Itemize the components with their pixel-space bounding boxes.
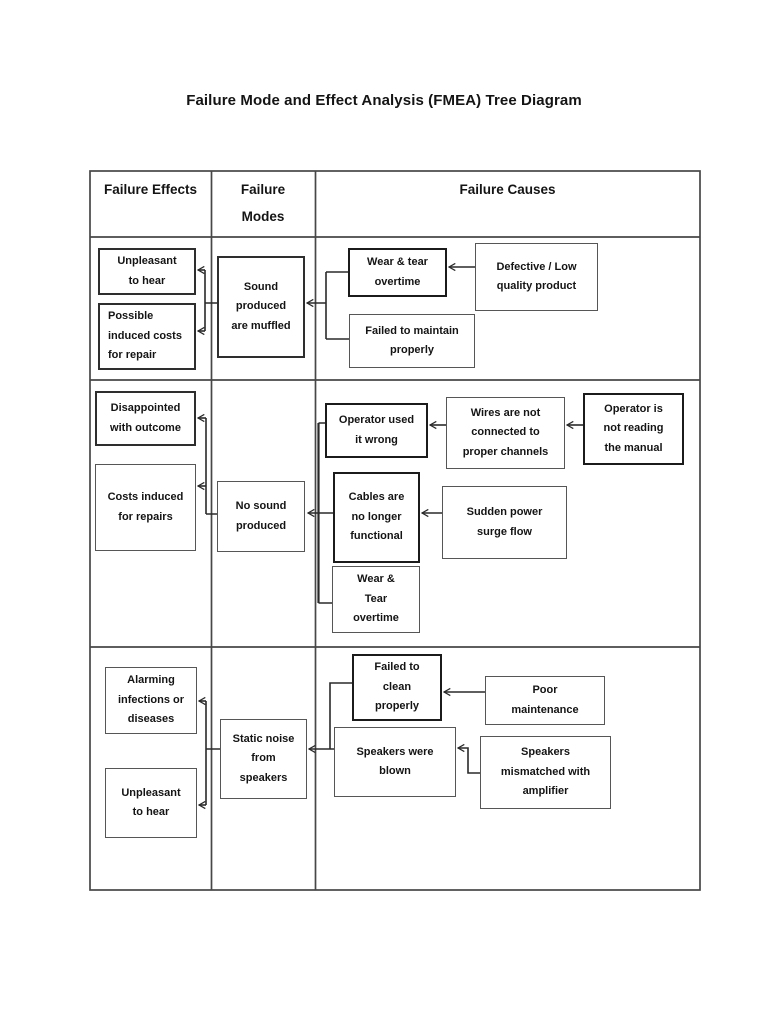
page-title: Failure Mode and Effect Analysis (FMEA) … (186, 92, 582, 109)
cause-wear-tear-overtime: Wear & tear overtime (348, 248, 447, 297)
cause-sudden-power-surge: Sudden power surge flow (442, 486, 567, 559)
connector-row1-causes-to-mode (307, 271, 349, 340)
cause-poor-maintenance: Poor maintenance (485, 676, 605, 725)
header-failure-causes: Failure Causes (459, 182, 556, 197)
effect-unpleasant-to-hear: Unpleasant to hear (98, 248, 196, 295)
effect-costs-induced-for-repairs: Costs induced for repairs (95, 464, 196, 551)
connector-row1-mode-to-effects (198, 270, 217, 331)
cause-wear-tear-overtime-2: Wear & Tear overtime (332, 566, 420, 633)
header-failure-effects: Failure Effects (103, 182, 198, 197)
cause-defective-low-quality: Defective / Low quality product (475, 243, 598, 311)
connector-row3-mode-to-effects (199, 701, 220, 805)
effect-unpleasant-to-hear-2: Unpleasant to hear (105, 768, 197, 838)
connector-row3-mismatch-to-blown (458, 748, 480, 774)
cause-speakers-blown: Speakers were blown (334, 727, 456, 797)
header-failure-modes: Failure Modes (240, 182, 286, 224)
mode-no-sound-produced: No sound produced (217, 481, 305, 552)
effect-alarming-infections: Alarming infections or diseases (105, 667, 197, 734)
mode-static-noise-speakers: Static noise from speakers (220, 719, 307, 799)
effect-possible-induced-costs: Possible induced costs for repair (98, 303, 196, 370)
effect-disappointed-with-outcome: Disappointed with outcome (95, 391, 196, 446)
cause-wires-not-connected: Wires are not connected to proper channe… (446, 397, 565, 469)
cause-failed-to-maintain: Failed to maintain properly (349, 314, 475, 368)
cause-failed-to-clean: Failed to clean properly (352, 654, 442, 721)
mode-sound-produced-muffled: Sound produced are muffled (217, 256, 305, 358)
cause-cables-not-functional: Cables are no longer functional (333, 472, 420, 563)
cause-operator-used-it-wrong: Operator used it wrong (325, 403, 428, 458)
connector-row2-mode-to-effects (198, 418, 217, 515)
cause-operator-not-reading-manual: Operator is not reading the manual (583, 393, 684, 465)
cause-speakers-mismatched: Speakers mismatched with amplifier (480, 736, 611, 809)
